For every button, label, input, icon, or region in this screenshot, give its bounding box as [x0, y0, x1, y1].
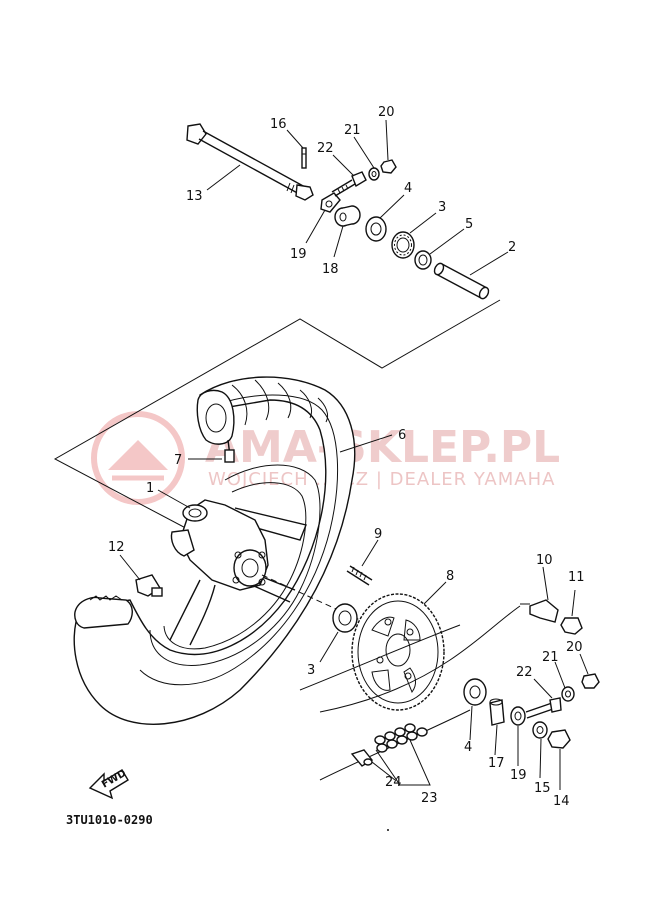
axle [186, 123, 314, 201]
right-adjuster-cluster [463, 566, 600, 790]
callout-16: 16 [270, 117, 287, 132]
balance-weight-clip [119, 554, 163, 597]
callout-20-bottom: 20 [566, 640, 583, 655]
callout-24: 24 [385, 775, 402, 790]
master-link [350, 749, 374, 767]
leader-1 [157, 489, 191, 509]
callout-2: 2 [508, 240, 516, 255]
callout-19-top: 19 [290, 247, 307, 262]
spacer [433, 262, 490, 300]
sprocket [351, 581, 447, 711]
forward-direction-indicator: FWD [88, 768, 129, 800]
callout-10: 10 [536, 553, 553, 568]
tyre-tread [231, 379, 329, 426]
callout-8: 8 [446, 569, 454, 584]
callout-22-top: 22 [317, 141, 334, 156]
chain-links [374, 723, 428, 753]
sprocket-bolt [346, 539, 379, 586]
callout-4-bottom: 4 [464, 740, 472, 755]
callout-3-bottom: 3 [307, 663, 315, 678]
callout-20-top: 20 [378, 105, 395, 120]
bearing-left [365, 216, 387, 242]
watermark-logo-icon [91, 411, 185, 505]
callout-22-bottom: 22 [516, 665, 533, 680]
leader-6 [339, 434, 393, 453]
diagram-code: 3TU1010-0290 [66, 813, 153, 827]
watermark-dealer: WOJCIECH ... CZ | DEALER YAMAHA [208, 469, 555, 490]
callout-15: 15 [534, 781, 551, 796]
adjust-bolt [331, 171, 367, 197]
callout-13: 13 [186, 189, 203, 204]
callout-19-bottom: 19 [510, 768, 527, 783]
bearing-lower [319, 603, 358, 663]
collar [334, 205, 361, 227]
callout-14: 14 [553, 794, 570, 809]
oil-seal [414, 250, 432, 270]
leader-lines-top [206, 119, 509, 276]
callout-5: 5 [465, 217, 473, 232]
callout-4-top: 4 [404, 181, 412, 196]
callout-9: 9 [374, 527, 382, 542]
callout-6: 6 [398, 428, 406, 443]
stray-dot [387, 829, 389, 831]
watermark: AMA-SKLEP.PL WOJCIECH ... CZ | DEALER YA… [91, 411, 560, 505]
callout-18: 18 [322, 262, 339, 277]
callout-7: 7 [174, 453, 182, 468]
wheel-hub [170, 499, 269, 591]
watermark-brand: AMA-SKLEP.PL [205, 422, 560, 473]
callout-21-top: 21 [344, 123, 361, 138]
callout-21-bottom: 21 [542, 650, 559, 665]
callout-1: 1 [146, 481, 154, 496]
axle-centerline [261, 574, 361, 621]
bearing-right [391, 231, 415, 259]
callout-labels: 16 20 21 22 13 4 3 5 2 19 18 6 7 1 12 9 … [108, 105, 585, 809]
callout-17: 17 [488, 756, 505, 771]
chain-adjuster [320, 192, 341, 213]
tyre-valve [224, 439, 235, 463]
rear-wheel [73, 376, 356, 725]
cotter-pin [301, 147, 307, 169]
callout-12: 12 [108, 540, 125, 555]
washer [368, 167, 380, 181]
callout-11: 11 [568, 570, 585, 585]
lock-nut [380, 159, 397, 174]
axle-assembly [186, 123, 490, 300]
callout-23: 23 [421, 791, 438, 806]
callout-3-top: 3 [438, 200, 446, 215]
